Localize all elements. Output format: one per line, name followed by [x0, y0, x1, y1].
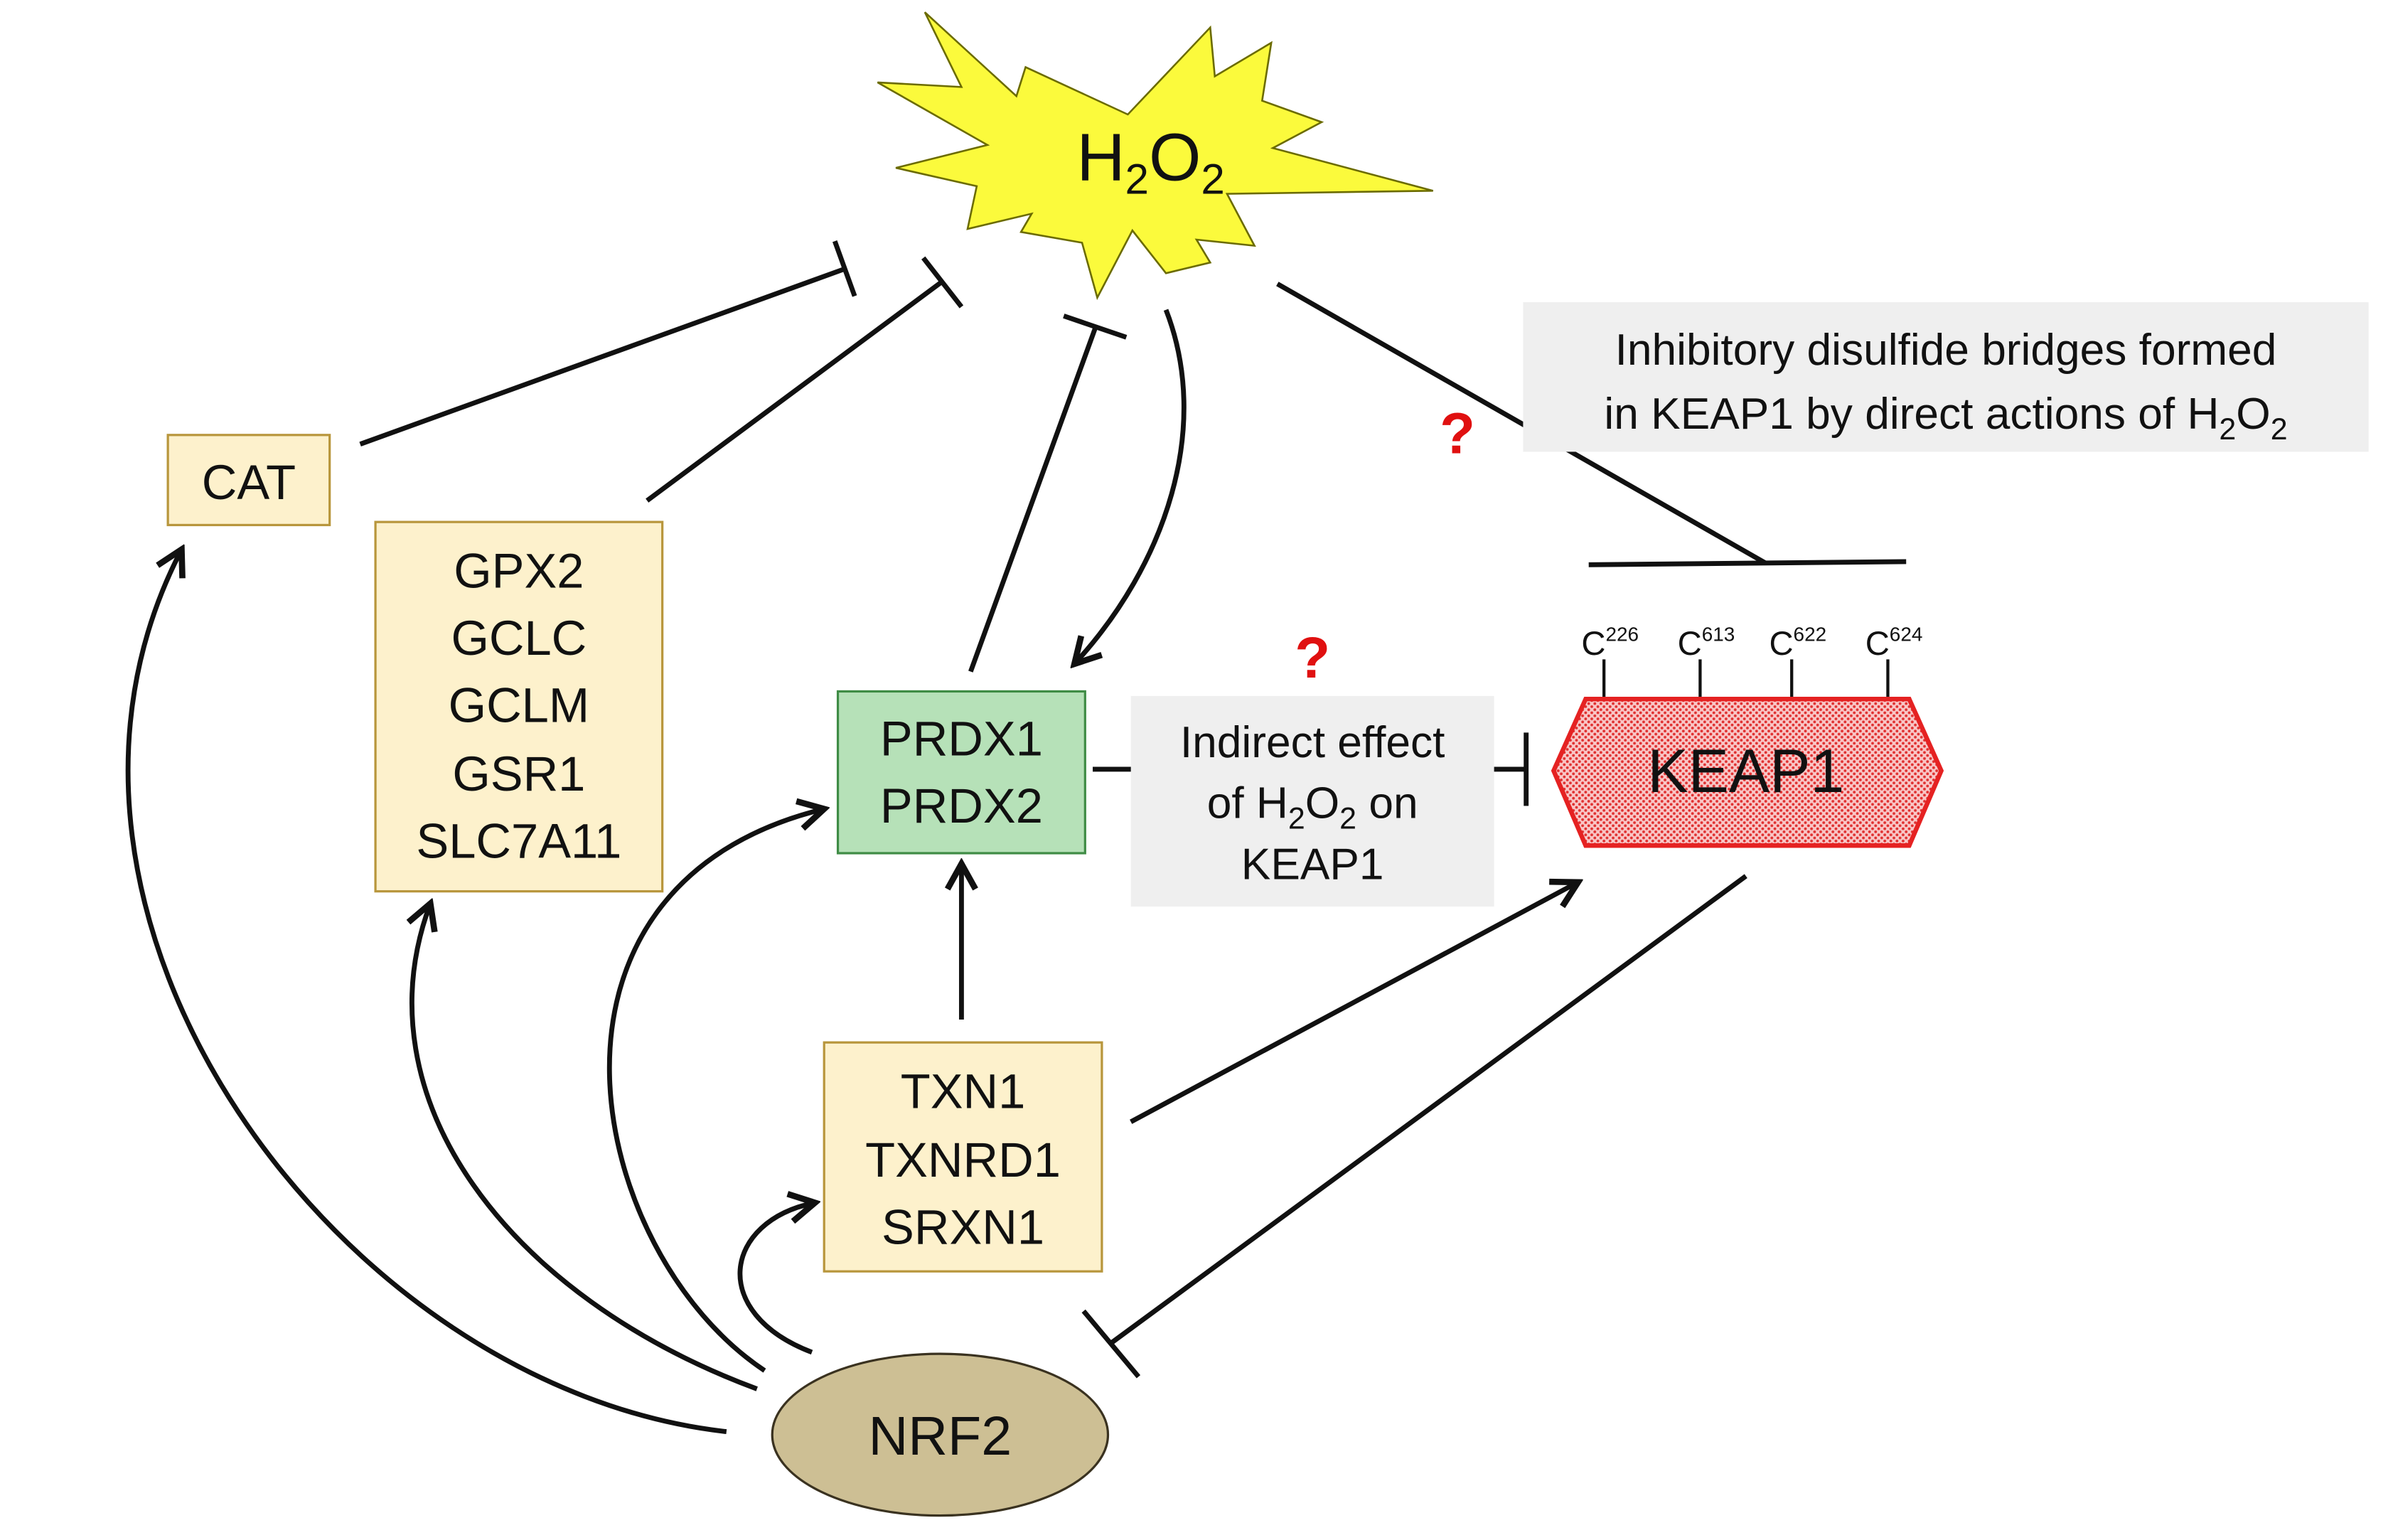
txn-node: TXN1 TXNRD1 SRXN1 — [823, 1041, 1103, 1273]
direct-effect-line2: in KEAP1 by direct actions of H2O2 — [1604, 390, 2287, 447]
cysteine-613-label: C613 — [1678, 624, 1735, 663]
indirect-effect-line2: of H2O2 on — [1207, 779, 1418, 836]
gpx-inhibits-h2o2-bar — [921, 256, 964, 309]
txn-to-keap1-arrow — [1130, 882, 1578, 1124]
keap1-node: KEAP1 C226 C613 C622 C624 — [1551, 624, 1944, 848]
gpx-gene-3: GCLM — [449, 678, 589, 732]
nrf2-to-cat-arrow — [125, 550, 727, 1434]
prdx-inhibits-h2o2-line — [968, 326, 1098, 673]
h2o2-inhibits-keap1-line — [1276, 282, 1767, 566]
cat-inhibits-h2o2-bar — [833, 240, 857, 297]
cat-node: CAT — [166, 434, 331, 527]
cat-box — [166, 434, 331, 527]
h2o2-inhibits-keap1-bar — [1588, 559, 1907, 567]
gpx-gene-4: GSR1 — [452, 747, 585, 801]
h2o2-label: H2O2 — [1076, 119, 1225, 203]
nrf2-to-txn-arrow — [737, 1203, 815, 1355]
gpx-gene-2: GCLC — [451, 611, 587, 665]
prdx-gene-1: PRDX1 — [880, 712, 1043, 766]
prdx-box — [836, 690, 1086, 855]
nrf2-label: NRF2 — [868, 1406, 1012, 1467]
cat-label: CAT — [202, 455, 296, 510]
keap1-inhibits-nrf2-bar — [1081, 1309, 1141, 1379]
h2o2-starburst-shape — [877, 11, 1434, 301]
nrf2-ellipse — [771, 1352, 1110, 1517]
keap1-inhibits-nrf2-line — [1109, 874, 1747, 1345]
indirect-effect-question-mark: ? — [1295, 626, 1330, 690]
txn-gene-2: TXNRD1 — [865, 1133, 1061, 1187]
cysteine-622-label: C622 — [1769, 624, 1826, 663]
direct-effect-line1: Inhibitory disulfide bridges formed — [1615, 326, 2277, 375]
indirect-effect-note-bg — [1130, 695, 1494, 907]
nrf2-to-gpx-arrow — [412, 904, 758, 1391]
indirect-effect-line3: KEAP1 — [1241, 840, 1384, 889]
direct-effect-note: Inhibitory disulfide bridges formed in K… — [1523, 302, 2369, 452]
txn-box — [823, 1041, 1103, 1273]
nrf2-node: NRF2 — [771, 1352, 1110, 1517]
gpx-gene-5: SLC7A11 — [416, 813, 621, 868]
prdx-node: PRDX1 PRDX2 — [836, 690, 1086, 855]
prdx-gene-2: PRDX2 — [880, 779, 1043, 833]
keap1-label: KEAP1 — [1647, 737, 1844, 806]
h2o2-to-prdx-arrow — [1074, 309, 1187, 664]
indirect-effect-line1: Indirect effect — [1180, 718, 1445, 767]
cysteine-stems — [1602, 659, 1890, 700]
prdx-inhibits-h2o2-bar — [1063, 314, 1128, 340]
direct-effect-question-mark: ? — [1440, 402, 1475, 466]
h2o2-burst: H2O2 — [877, 11, 1434, 301]
gpx-inhibits-h2o2-line — [646, 279, 945, 503]
nrf2-to-prdx-arrow — [606, 809, 824, 1373]
txn-gene-3: SRXN1 — [882, 1200, 1044, 1255]
gpx-gene-1: GPX2 — [454, 543, 584, 598]
gpx-group-box — [374, 520, 664, 893]
cysteine-624-label: C624 — [1865, 624, 1923, 663]
txn-gene-1: TXN1 — [901, 1064, 1026, 1118]
direct-effect-note-bg — [1523, 302, 2369, 452]
cat-inhibits-h2o2-line — [359, 266, 847, 447]
cysteine-226-label: C226 — [1581, 624, 1639, 663]
keap1-hexagon — [1551, 696, 1944, 848]
indirect-effect-note: Indirect effect of H2O2 on KEAP1 — [1130, 695, 1494, 907]
gpx-group-node: GPX2 GCLC GCLM GSR1 SLC7A11 — [374, 520, 664, 893]
